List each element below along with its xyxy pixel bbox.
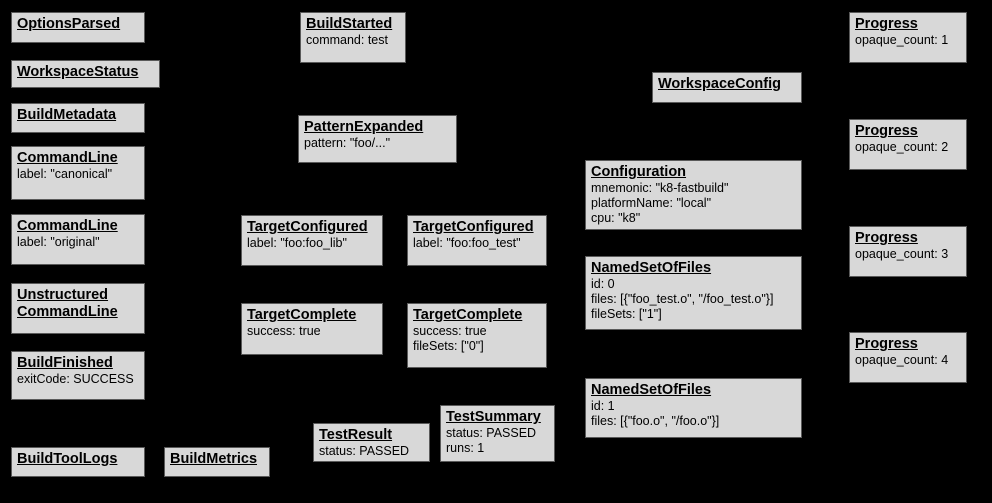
node-field: opaque_count: 1 (855, 33, 949, 47)
node-field: status: PASSED (446, 426, 537, 440)
node-title: PatternExpanded (304, 119, 424, 135)
node-field: success: true (247, 324, 321, 338)
node-title: BuildFinished (17, 355, 113, 371)
node-build-tool-logs[interactable]: BuildToolLogs (11, 447, 145, 477)
node-field: label: "foo:foo_lib" (247, 236, 347, 250)
node-title: TargetComplete (247, 307, 357, 323)
node-title: WorkspaceConfig (658, 76, 782, 92)
node-field: files: [{"foo.o", "/foo.o"}] (591, 414, 720, 428)
node-field: opaque_count: 3 (855, 247, 949, 261)
node-title: Configuration (591, 164, 687, 180)
node-title: TargetConfigured (413, 219, 534, 235)
node-workspace-config[interactable]: WorkspaceConfig (652, 72, 802, 103)
node-field: files: [{"foo_test.o", "/foo_test.o"}] (591, 292, 774, 306)
node-field: success: true (413, 324, 487, 338)
node-title: Progress (855, 336, 918, 352)
node-title: TestResult (319, 427, 393, 443)
node-title: BuildStarted (306, 16, 393, 32)
node-field: opaque_count: 2 (855, 140, 949, 154)
node-title: CommandLine (17, 218, 118, 234)
node-title: Progress (855, 16, 918, 32)
node-title: TargetComplete (413, 307, 523, 323)
node-field: label: "foo:foo_test" (413, 236, 521, 250)
node-title: Progress (855, 123, 918, 139)
node-field: id: 0 (591, 277, 615, 291)
node-title: TestSummary (446, 409, 541, 425)
node-field: opaque_count: 4 (855, 353, 949, 367)
node-field: cpu: "k8" (591, 211, 641, 225)
node-title: Unstructured (17, 287, 109, 303)
node-title: OptionsParsed (17, 16, 121, 32)
node-title: BuildMetadata (17, 107, 117, 123)
node-field: id: 1 (591, 399, 615, 413)
node-field: command: test (306, 33, 388, 47)
node-title: NamedSetOfFiles (591, 382, 712, 398)
node-field: fileSets: ["0"] (413, 339, 484, 353)
node-field: mnemonic: "k8-fastbuild" (591, 181, 729, 195)
node-field: status: PASSED (319, 444, 410, 458)
node-title: CommandLine (17, 304, 118, 320)
node-title: WorkspaceStatus (17, 64, 139, 80)
node-field: exitCode: SUCCESS (17, 372, 134, 386)
node-build-metrics[interactable]: BuildMetrics (164, 447, 270, 477)
node-build-metadata[interactable]: BuildMetadata (11, 103, 145, 133)
node-field: fileSets: ["1"] (591, 307, 662, 321)
node-field: label: "original" (17, 235, 100, 249)
node-title: CommandLine (17, 150, 118, 166)
node-field: platformName: "local" (591, 196, 712, 210)
node-title: BuildMetrics (170, 451, 258, 467)
node-title: TargetConfigured (247, 219, 368, 235)
node-title: BuildToolLogs (17, 451, 118, 467)
node-field: runs: 1 (446, 441, 485, 455)
node-options-parsed[interactable]: OptionsParsed (11, 12, 145, 43)
node-title: Progress (855, 230, 918, 246)
node-field: pattern: "foo/..." (304, 136, 391, 150)
node-title: NamedSetOfFiles (591, 260, 712, 276)
node-workspace-status[interactable]: WorkspaceStatus (11, 60, 160, 88)
node-field: label: "canonical" (17, 167, 113, 181)
